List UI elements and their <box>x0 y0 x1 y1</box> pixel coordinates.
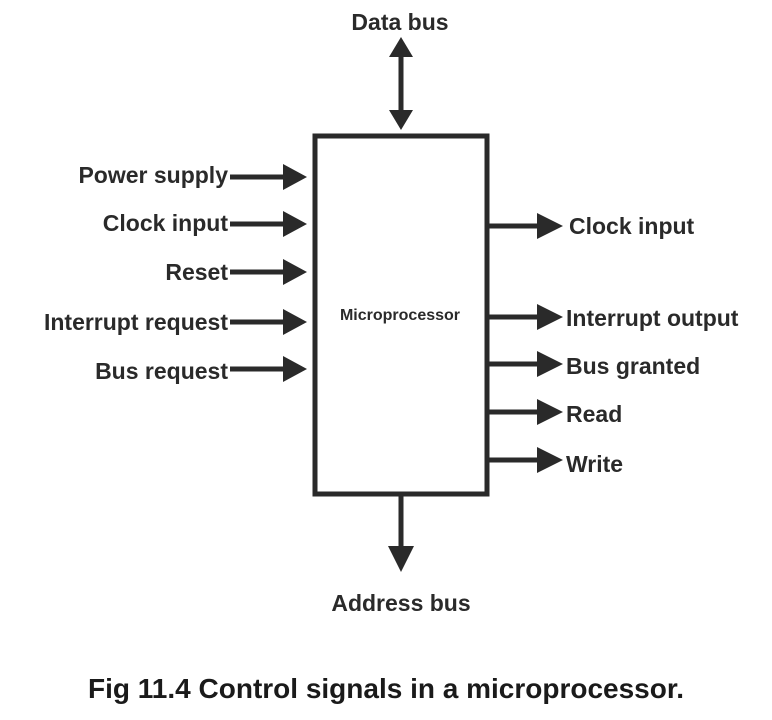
input-signal-clock-input: Clock input <box>103 210 307 237</box>
output-label: Clock input <box>569 213 695 239</box>
output-signal-interrupt-output: Interrupt output <box>487 304 739 331</box>
input-label: Interrupt request <box>44 309 228 335</box>
input-signal-reset: Reset <box>165 259 307 285</box>
address-bus-arrow <box>388 494 414 572</box>
output-signal-write: Write <box>487 447 623 477</box>
data-bus-arrow <box>389 37 413 130</box>
input-signal-interrupt-request: Interrupt request <box>44 309 307 335</box>
output-signal-bus-granted: Bus granted <box>487 351 700 379</box>
output-label: Read <box>566 401 622 427</box>
input-label: Clock input <box>103 210 229 236</box>
microprocessor-label: Microprocessor <box>340 307 460 324</box>
input-label: Reset <box>165 259 228 285</box>
input-signal-bus-request: Bus request <box>95 356 307 384</box>
address-bus-label: Address bus <box>331 590 470 616</box>
output-label: Bus granted <box>566 353 700 379</box>
figure-caption: Fig 11.4 Control signals in a microproce… <box>88 673 684 704</box>
output-signal-read: Read <box>487 399 622 427</box>
data-bus-label: Data bus <box>351 9 448 35</box>
output-signal-clock-input: Clock input <box>487 213 695 239</box>
input-label: Power supply <box>78 162 228 188</box>
input-label: Bus request <box>95 358 228 384</box>
output-label: Write <box>566 451 623 477</box>
input-signal-power-supply: Power supply <box>78 162 307 190</box>
output-label: Interrupt output <box>566 305 739 331</box>
